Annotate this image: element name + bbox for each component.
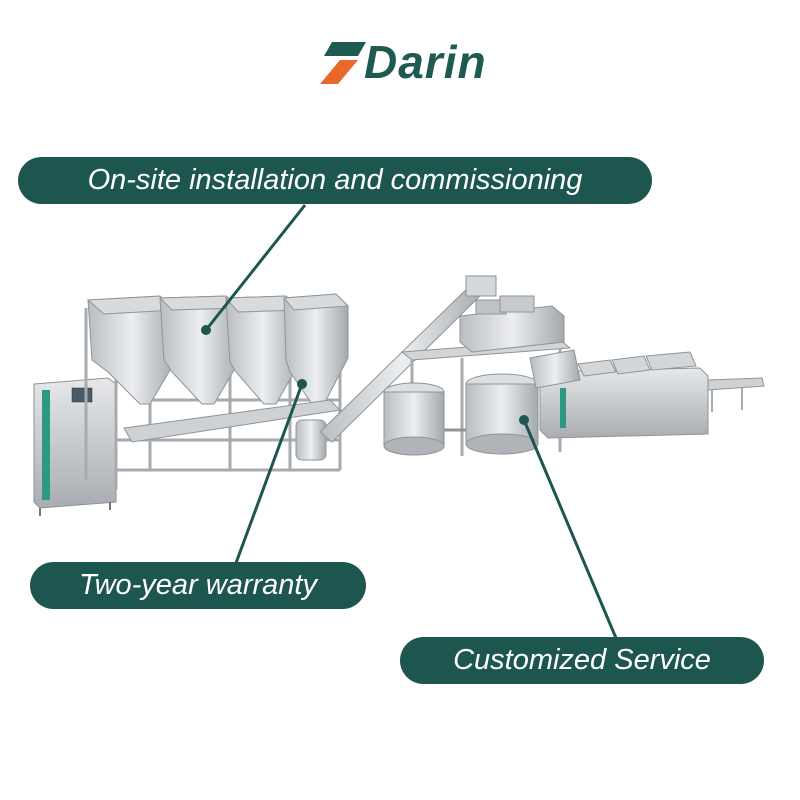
leader-line-warranty bbox=[234, 383, 304, 564]
callout-two-year-warranty: Two-year warranty bbox=[30, 562, 366, 609]
callout-customized-service: Customized Service bbox=[400, 637, 764, 684]
logo-text: Darin bbox=[364, 36, 487, 88]
cooking-tanks bbox=[383, 373, 539, 456]
control-cabinet bbox=[33, 377, 117, 516]
inclined-screw-conveyor bbox=[319, 275, 497, 443]
callout-leader-lines bbox=[201, 204, 618, 639]
hopper-bins bbox=[86, 293, 350, 405]
leader-line-onsite bbox=[204, 204, 307, 331]
leader-dot-onsite bbox=[201, 325, 211, 335]
leader-dot-custom bbox=[519, 415, 529, 425]
bottom-conveyor bbox=[123, 399, 342, 461]
darin-logo: Darin bbox=[318, 32, 488, 92]
leader-line-custom bbox=[522, 419, 618, 639]
forming-line bbox=[529, 349, 765, 439]
darin-logo-mark-icon bbox=[320, 42, 366, 84]
callout-onsite-installation: On-site installation and commissioning bbox=[18, 157, 652, 204]
leader-dot-warranty bbox=[297, 379, 307, 389]
